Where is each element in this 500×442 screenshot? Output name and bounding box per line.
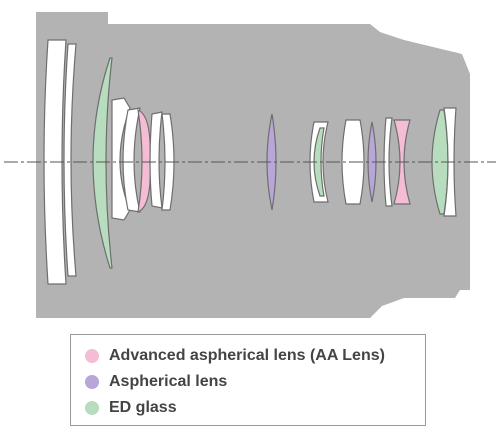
legend-item-aa-lens: Advanced aspherical lens (AA Lens) [85, 343, 425, 369]
lens-element [63, 43, 77, 277]
lens-construction-diagram [4, 12, 496, 318]
lens-element-aa [137, 109, 151, 213]
legend-label: Aspherical lens [109, 373, 228, 390]
legend-label: ED glass [109, 399, 177, 416]
legend: Advanced aspherical lens (AA Lens) Asphe… [70, 334, 426, 426]
green-dot-icon [85, 401, 99, 415]
pink-dot-icon [85, 349, 99, 363]
lens-element-aspherical [266, 113, 277, 211]
legend-item-ed-glass: ED glass [85, 395, 425, 421]
lens-element [122, 107, 141, 213]
purple-dot-icon [85, 375, 99, 389]
lens-element-ed [92, 57, 113, 269]
legend-item-aspherical: Aspherical lens [85, 369, 425, 395]
legend-label: Advanced aspherical lens (AA Lens) [109, 347, 385, 364]
lens-element [383, 117, 393, 207]
lens-barrel [36, 12, 470, 318]
lens-element-ed [313, 127, 325, 197]
